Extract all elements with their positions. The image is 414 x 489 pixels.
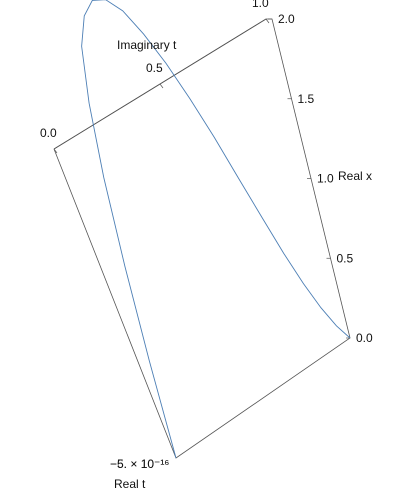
- axis-tick-labels: 0.0 0.5 1.0 0.0 0.5 1.0 1.5 2.0: [40, 0, 373, 345]
- frame-outline: [53, 18, 351, 459]
- imag-t-tick: [265, 18, 270, 24]
- imag-t-tick-label: 0.0: [40, 126, 57, 140]
- real-x-axis-label: Real x: [338, 169, 372, 183]
- real-x-tick-label: 0.5: [337, 251, 354, 265]
- axis-ticks: [53, 18, 350, 339]
- curve-layer: [81, 0, 351, 459]
- real-t-tick-label-b: −6. × 10⁻¹⁶: [110, 457, 169, 471]
- real-x-tick-label: 2.0: [278, 12, 295, 26]
- real-x-tick-label: 0.0: [356, 331, 373, 345]
- bounding-box-frame: [53, 18, 351, 459]
- series-curve: [81, 0, 351, 459]
- imag-t-tick-label: 0.5: [146, 61, 163, 75]
- real-t-axis-label: Real t: [114, 477, 146, 489]
- real-x-tick-label: 1.5: [298, 92, 315, 106]
- imag-t-tick-label: 1.0: [252, 0, 269, 10]
- imag-t-tick: [53, 148, 58, 154]
- imag-t-tick: [159, 83, 164, 89]
- imaginary-t-axis-label: Imaginary t: [117, 38, 177, 52]
- real-t-tick-label-a: −5. × 10⁻¹⁶: [110, 457, 169, 471]
- real-x-tick-label: 1.0: [317, 172, 334, 186]
